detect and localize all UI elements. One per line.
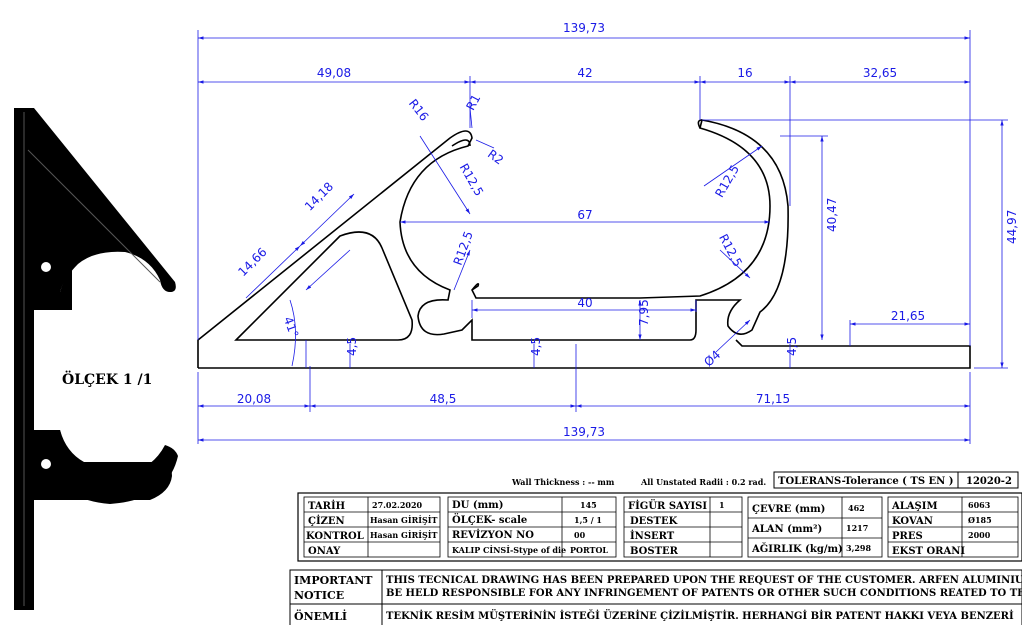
cizen-value: Hasan GİRİŞİT [370, 515, 438, 525]
dim-angle-41: 41° [281, 315, 301, 340]
dim-r16: R16 [406, 96, 432, 123]
profile-outline [197, 119, 971, 369]
dim-14-66: 14,66 [235, 245, 269, 279]
kovan-label: KOVAN [892, 516, 933, 527]
dim-71-15: 71,15 [756, 392, 790, 406]
kontrol-label: KONTROL [306, 531, 364, 542]
dim-seg-2: 42 [577, 66, 592, 80]
tarih-label: TARİH [308, 499, 345, 512]
tolerance-label: TOLERANS-Tolerance ( TS EN ) [778, 476, 954, 487]
unstated-radii-note: All Unstated Radii : 0.2 rad. [640, 477, 766, 487]
dim-seg-1: 49,08 [317, 66, 351, 80]
dim-thick-4-5-a: 4,5 [345, 337, 359, 356]
alan-label: ALAN (mm²) [751, 524, 822, 535]
kontrol-value: Hasan GİRİŞİT [370, 530, 438, 540]
dim-overall-bottom: 139,73 [563, 425, 605, 439]
dim-seg-4: 32,65 [863, 66, 897, 80]
drawing-number: 12020-2 [966, 476, 1012, 487]
ekst-label: EKST ORANI [892, 546, 965, 557]
boster-label: BOSTER [630, 546, 679, 557]
important-text-line-2: BE HELD RESPONSIBLE FOR ANY INFRINGEMENT… [386, 588, 1022, 599]
scale-profile-view [14, 108, 178, 610]
alasim-label: ALAŞIM [891, 501, 938, 512]
dim-r1: R1 [463, 92, 483, 113]
alasim-value: 6063 [968, 500, 991, 510]
du-label: DU (mm) [452, 500, 504, 511]
pres-label: PRES [892, 531, 923, 542]
dim-seg-3: 16 [737, 66, 752, 80]
dim-21-65: 21,65 [891, 309, 925, 323]
important-text-line-1: THIS TECNICAL DRAWING HAS BEEN PREPARED … [386, 575, 1022, 586]
kovan-value: Ø185 [968, 515, 992, 525]
important-label-2: NOTICE [294, 589, 344, 602]
alan-value: 1217 [846, 523, 868, 533]
dim-44-97: 44,97 [1005, 210, 1019, 244]
wall-thickness-note: Wall Thickness : -- mm [511, 477, 615, 487]
cizen-label: ÇİZEN [308, 514, 345, 527]
dim-r12-5-c: R12,5 [712, 163, 742, 200]
title-block [297, 492, 1022, 562]
kalip-label: KALIP CİNSİ-Stype of die [452, 545, 566, 555]
insert-label: İNSERT [630, 529, 675, 542]
scale-label: ÖLÇEK 1 /1 [62, 369, 152, 388]
destek-label: DESTEK [630, 516, 678, 527]
du-value: 145 [580, 500, 597, 510]
agirlik-value: 3,298 [846, 543, 871, 553]
dim-20-08: 20,08 [237, 392, 271, 406]
dim-67: 67 [577, 208, 592, 222]
figur-value: 1 [719, 500, 725, 510]
olcek-label: ÖLÇEK- scale [452, 513, 527, 526]
drawing-no-box [957, 471, 1019, 489]
figur-label: FİGÜR SAYISI [628, 499, 707, 512]
extension-lines [197, 30, 1008, 444]
dim-thick-4-5-b: 4,5 [529, 337, 543, 356]
revizyon-label: REVİZYON NO [452, 528, 534, 541]
dim-r2: R2 [485, 147, 506, 168]
onemli-label: ÖNEMLİ [294, 609, 347, 623]
dim-40-47: 40,47 [825, 198, 839, 232]
cevre-label: ÇEVRE (mm) [752, 504, 825, 515]
cevre-value: 462 [848, 503, 865, 513]
onemli-text: TEKNİK RESİM MÜŞTERİNİN İSTEĞİ ÜZERİNE Ç… [386, 609, 1014, 622]
dimension-lines [198, 36, 1004, 442]
dim-r12-5-a: R12,5 [457, 161, 487, 198]
onay-label: ONAY [308, 546, 341, 557]
tarih-value: 27.02.2020 [372, 500, 423, 510]
revizyon-value: 00 [574, 530, 586, 540]
dim-r12-5-b: R12,5 [451, 229, 476, 267]
pres-value: 2000 [968, 530, 991, 540]
dim-overall-top: 139,73 [563, 21, 605, 35]
important-label-1: IMPORTANT [294, 574, 373, 587]
dim-48-5: 48,5 [430, 392, 457, 406]
olcek-value: 1,5 / 1 [574, 515, 602, 525]
dim-14-18: 14,18 [302, 179, 336, 213]
dim-thick-4-5-c: 4,5 [785, 337, 799, 356]
kalip-value: PORTOL [570, 545, 608, 555]
dim-dia-4: Ø4 [701, 348, 723, 370]
dim-7-95: 7,95 [637, 299, 651, 326]
agirlik-label: AĞIRLIK (kg/m) [751, 543, 843, 555]
dim-40: 40 [577, 296, 592, 310]
